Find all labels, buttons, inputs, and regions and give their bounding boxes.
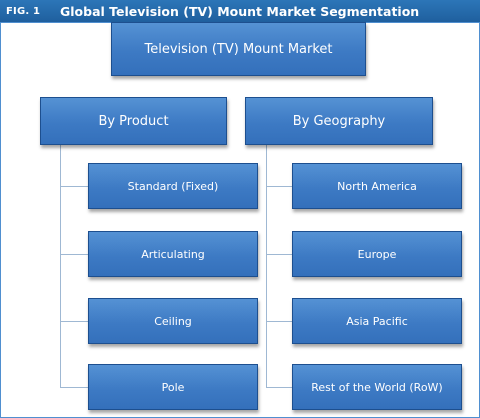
leaf-node-articulating: Articulating <box>88 231 258 277</box>
connector-product-4 <box>60 387 88 388</box>
leaf-node-label: Europe <box>357 247 397 261</box>
connector-geography-4 <box>266 387 292 388</box>
root-node: Television (TV) Mount Market <box>111 22 366 76</box>
root-node-label: Television (TV) Mount Market <box>144 41 333 57</box>
leaf-node-rest-of-world: Rest of the World (RoW) <box>292 364 462 410</box>
branch-node-product: By Product <box>40 97 227 145</box>
branch-node-label: By Geography <box>292 113 386 129</box>
connector-geography-trunk <box>266 145 267 387</box>
figure-title: Global Television (TV) Mount Market Segm… <box>60 3 420 19</box>
leaf-node-label: Standard (Fixed) <box>127 179 219 193</box>
connector-product-trunk <box>60 145 61 387</box>
leaf-node-label: Pole <box>161 380 185 394</box>
leaf-node-standard-fixed: Standard (Fixed) <box>88 163 258 209</box>
leaf-node-ceiling: Ceiling <box>88 298 258 344</box>
connector-product-2 <box>60 254 88 255</box>
leaf-node-label: Ceiling <box>154 314 192 328</box>
leaf-node-pole: Pole <box>88 364 258 410</box>
leaf-node-label: North America <box>337 179 417 193</box>
figure-header: FIG. 1 Global Television (TV) Mount Mark… <box>0 0 480 22</box>
leaf-node-europe: Europe <box>292 231 462 277</box>
leaf-node-label: Asia Pacific <box>346 314 408 328</box>
connector-product-1 <box>60 186 88 187</box>
branch-node-label: By Product <box>98 113 169 129</box>
figure-number: FIG. 1 <box>6 5 41 17</box>
connector-geography-2 <box>266 254 292 255</box>
leaf-node-label: Articulating <box>141 247 205 261</box>
connector-product-3 <box>60 321 88 322</box>
leaf-node-label: Rest of the World (RoW) <box>311 380 443 394</box>
connector-geography-3 <box>266 321 292 322</box>
branch-node-geography: By Geography <box>245 97 433 145</box>
leaf-node-asia-pacific: Asia Pacific <box>292 298 462 344</box>
leaf-node-north-america: North America <box>292 163 462 209</box>
diagram-panel <box>0 22 480 418</box>
connector-geography-1 <box>266 186 292 187</box>
